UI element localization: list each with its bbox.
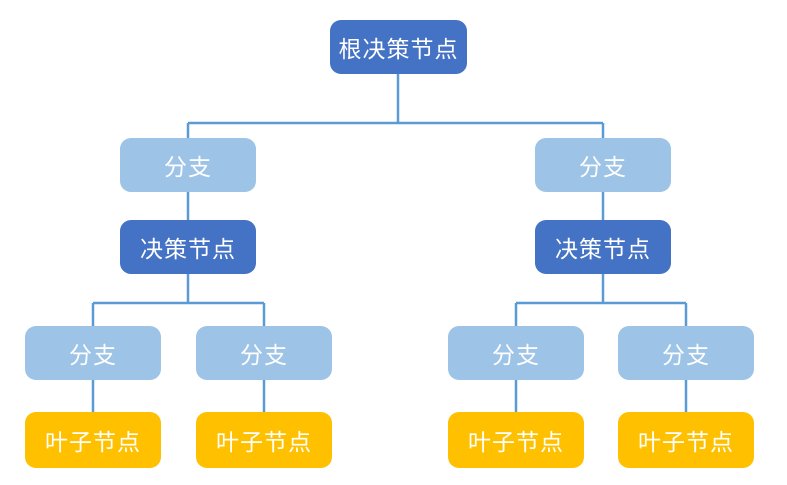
node-branch-left-2: 分支 <box>196 326 332 380</box>
node-decision-left: 决策节点 <box>120 220 256 274</box>
node-leaf-3: 叶子节点 <box>448 412 584 468</box>
node-branch-right-1: 分支 <box>448 326 584 380</box>
node-branch-right: 分支 <box>535 138 671 192</box>
edge-decision-right-to-branches <box>514 274 688 326</box>
edges-branches-to-leaves <box>91 380 688 412</box>
node-leaf-1: 叶子节点 <box>25 412 161 468</box>
node-branch-left: 分支 <box>120 138 256 192</box>
node-root-decision: 根决策节点 <box>330 20 467 74</box>
node-branch-right-2: 分支 <box>618 326 754 380</box>
edge-decision-left-to-branches <box>91 274 266 326</box>
node-leaf-2: 叶子节点 <box>196 412 332 468</box>
edge-root-to-branches <box>186 74 605 138</box>
node-leaf-4: 叶子节点 <box>618 412 754 468</box>
node-decision-right: 决策节点 <box>535 220 671 274</box>
node-branch-left-1: 分支 <box>25 326 161 380</box>
